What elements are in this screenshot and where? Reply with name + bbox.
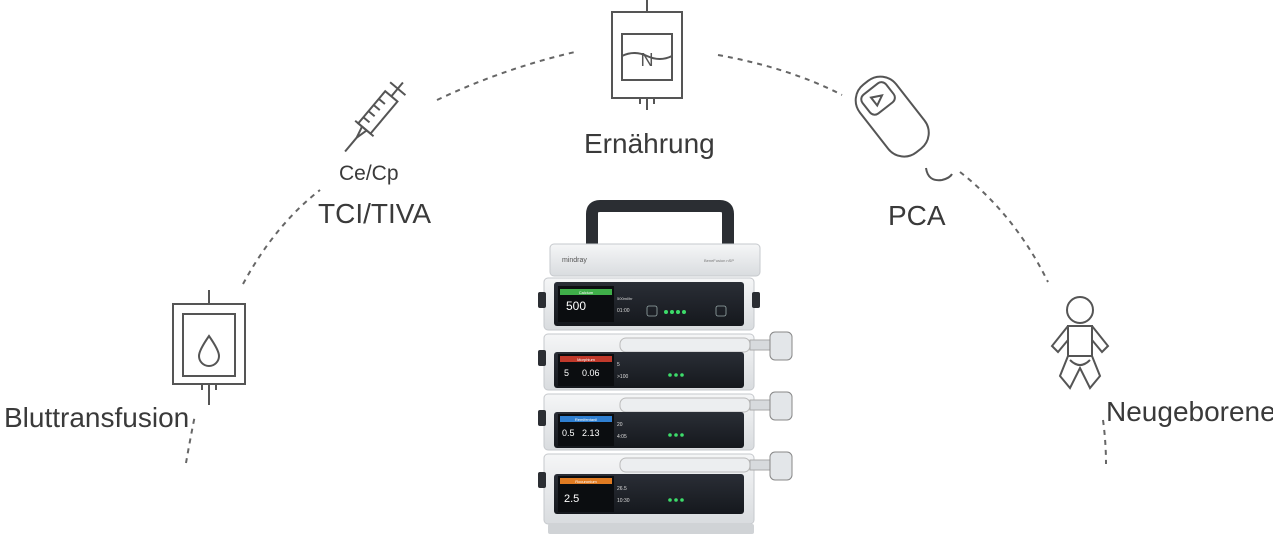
- pump4-value2: 26.5: [617, 486, 627, 492]
- handle: [586, 200, 734, 258]
- blood-label: Bluttransfusion: [4, 402, 190, 433]
- pump3-drug: Remifentanil: [575, 417, 597, 422]
- pump4-rate: 2.5: [564, 493, 579, 505]
- infusion-pump-stack: mindray BeneFusion nSP Calcium 500 500ml…: [538, 200, 793, 534]
- nutrition-bag-icon: N: [611, 0, 683, 110]
- pump3-rate: 0.5: [562, 428, 575, 438]
- baby-icon: [1050, 296, 1110, 390]
- pump-module-4: Rocuronium 2.5 26.5 10:30: [538, 451, 793, 525]
- pca-handset-icon: [854, 75, 953, 182]
- tci-sublabel: Ce/Cp: [339, 162, 399, 185]
- pump2-value2: 5: [617, 362, 620, 368]
- pump-module-1: Calcium 500 500ml/hr 01:00: [538, 277, 760, 331]
- pump1-value2: 500ml/hr: [617, 296, 633, 301]
- pump2-rate: 5: [564, 368, 569, 378]
- blood-bag-icon: [172, 290, 246, 405]
- pump1-time: 01:00: [617, 308, 630, 314]
- neonatal-label: Neugeborene: [1106, 396, 1273, 427]
- pump2-time: >100: [617, 374, 628, 380]
- pump4-drug: Rocuronium: [575, 479, 597, 484]
- brand-logo: mindray: [562, 257, 587, 264]
- pump-module-2: Morphium 5 0.06 5 >100: [538, 331, 793, 391]
- pump1-rate: 500: [566, 299, 586, 313]
- pump2-dose: 0.06: [582, 368, 600, 378]
- nutrition-bag-letter: N: [641, 50, 654, 70]
- pump3-value2: 20: [617, 422, 623, 428]
- pump4-time: 10:30: [617, 498, 630, 504]
- pump2-drug: Morphium: [577, 357, 595, 362]
- syringe-icon: [344, 81, 407, 153]
- pump1-drug: Calcium: [579, 290, 594, 295]
- pump3-dose: 2.13: [582, 428, 600, 438]
- tci-label: TCI/TIVA: [318, 198, 432, 229]
- pump3-time: 4:05: [617, 434, 627, 440]
- pump-module-3: Remifentanil 0.5 2.13 20 4:05: [538, 391, 793, 451]
- pca-label: PCA: [888, 200, 946, 231]
- model-label: BeneFusion nSP: [704, 258, 734, 263]
- nutrition-label: Ernährung: [584, 128, 715, 159]
